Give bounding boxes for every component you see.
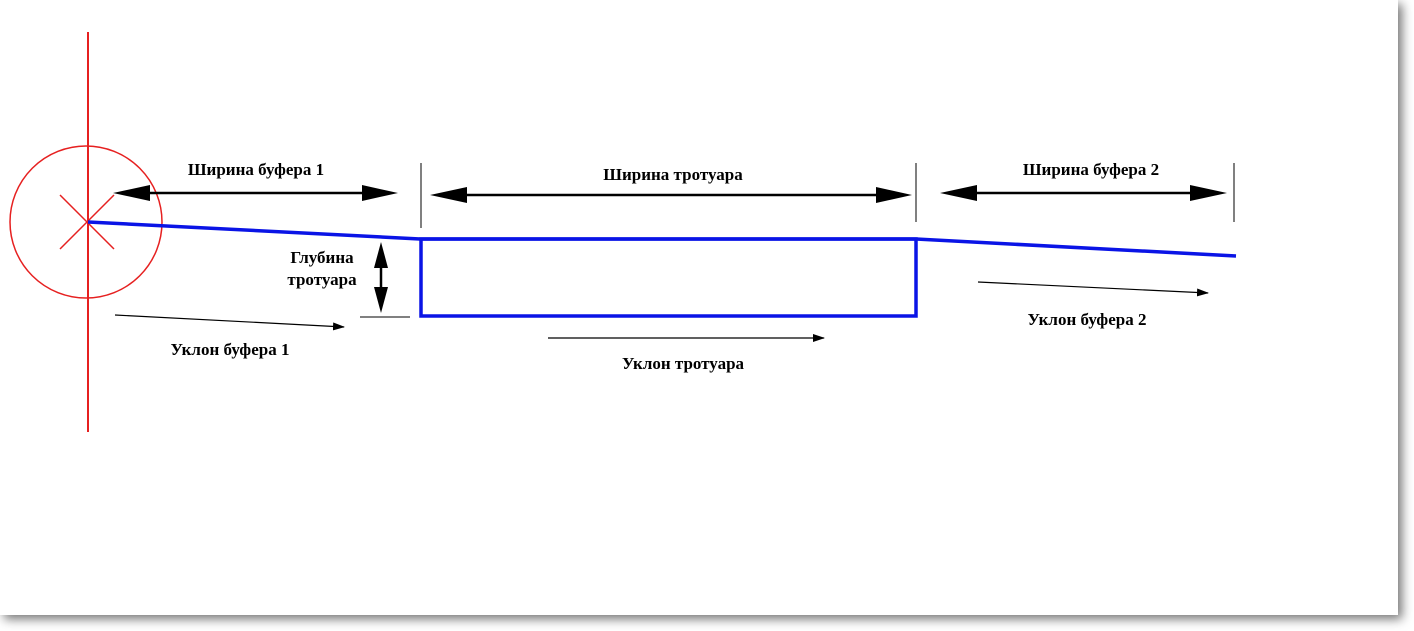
arrowhead-right bbox=[362, 185, 398, 201]
sidewalk-depth-label-line1: Глубина bbox=[290, 248, 354, 267]
buffer1-slope-label: Уклон буфера 1 bbox=[171, 340, 290, 359]
slope-arrows bbox=[114, 281, 1209, 342]
reference-circle bbox=[9, 145, 163, 299]
arrowhead-down bbox=[374, 287, 388, 313]
sidewalk-box bbox=[419, 237, 918, 318]
arrowhead-up bbox=[374, 242, 388, 268]
ground-profile bbox=[87, 220, 1237, 318]
sidewalk-depth-dimension: Глубина тротуара bbox=[287, 242, 388, 313]
sidewalk-width-dimension: Ширина тротуара bbox=[430, 165, 912, 203]
arrowhead-right bbox=[1190, 185, 1227, 201]
reference-marker bbox=[9, 32, 163, 432]
extension-lines bbox=[360, 163, 1235, 318]
sidewalk-width-label: Ширина тротуара bbox=[603, 165, 743, 184]
arrowhead-right bbox=[876, 187, 912, 203]
buffer1-slope-arrow bbox=[114, 314, 345, 331]
arrowhead-left bbox=[430, 187, 467, 203]
sidewalk-depth-label-line2: тротуара bbox=[287, 270, 357, 289]
buffer2-width-dimension: Ширина буфера 2 bbox=[940, 160, 1227, 201]
sidewalk-slope-label: Уклон тротуара bbox=[622, 354, 745, 373]
buffer2-slope-arrow bbox=[977, 281, 1209, 297]
buffer1-width-label: Ширина буфера 1 bbox=[188, 160, 324, 179]
buffer1-width-dimension: Ширина буфера 1 bbox=[113, 160, 398, 201]
arrowhead-left bbox=[113, 185, 150, 201]
arrowhead-left bbox=[940, 185, 977, 201]
buffer2-width-label: Ширина буфера 2 bbox=[1023, 160, 1159, 179]
diagram-canvas bbox=[0, 0, 1398, 615]
reference-cross-b bbox=[59, 194, 115, 250]
buffer2-slope-label: Уклон буфера 2 bbox=[1028, 310, 1147, 329]
